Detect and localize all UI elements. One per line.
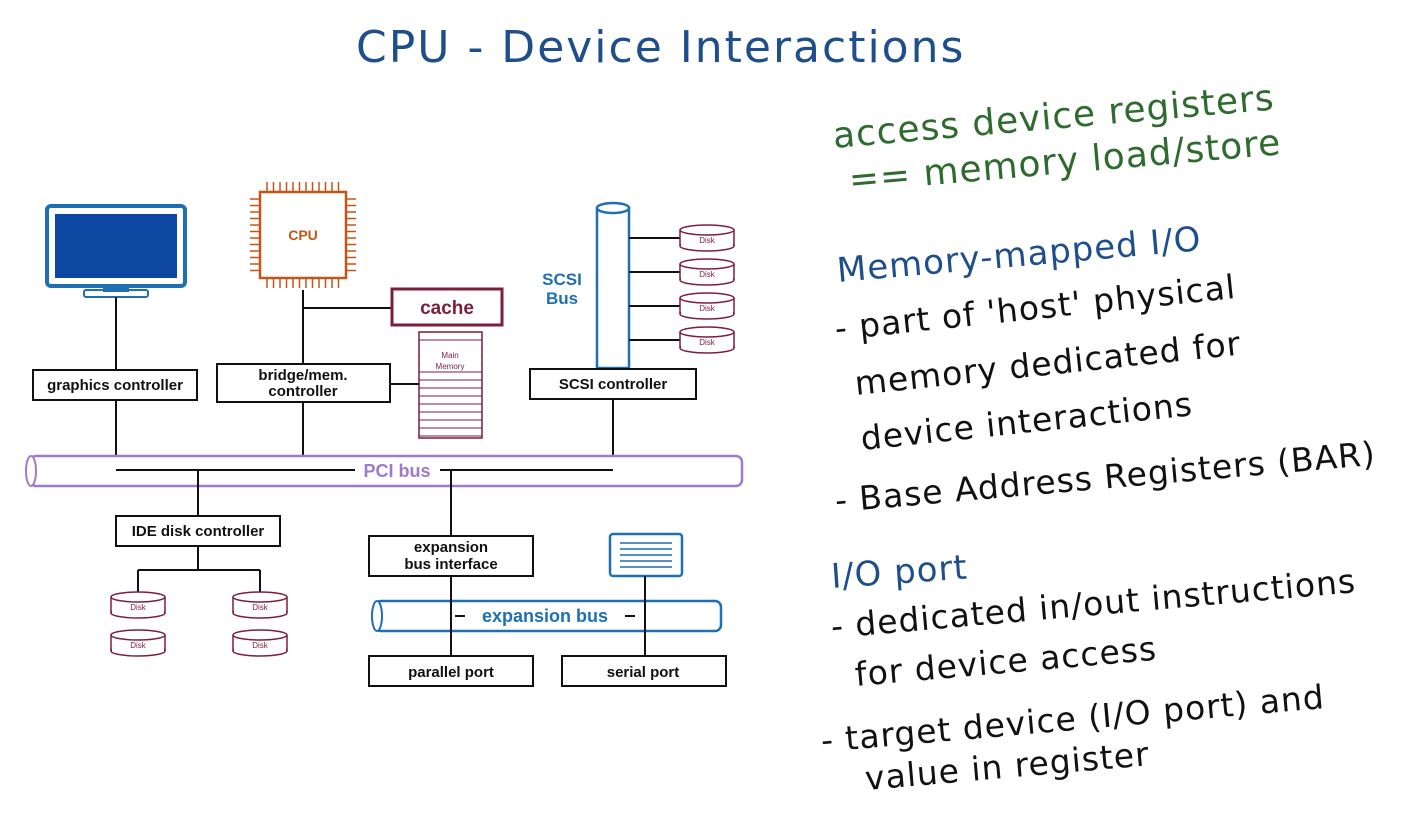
- expansion-bus-interface-box: expansion bus interface: [368, 535, 534, 577]
- scsi-disk-3: Disk: [679, 292, 735, 320]
- scsi-controller-label: SCSI controller: [559, 376, 668, 393]
- graphics-controller-box: graphics controller: [32, 369, 198, 401]
- bridge-controller-box: bridge/mem. controller: [216, 363, 391, 403]
- bridge-label-2: controller: [268, 383, 337, 400]
- main-memory-label-1: Main: [441, 351, 458, 360]
- pci-bus: PCI bus: [25, 454, 744, 488]
- parallel-port-label: parallel port: [408, 664, 494, 681]
- keyboard-icon: [608, 532, 684, 578]
- graphics-controller-label: graphics controller: [47, 377, 183, 394]
- disk-label: Disk: [130, 641, 147, 650]
- cache-label: cache: [420, 298, 474, 319]
- scsi-bus-label-2: Bus: [546, 289, 578, 308]
- main-memory-box: Main Memory: [418, 331, 483, 439]
- pci-bus-label: PCI bus: [363, 461, 430, 481]
- disk-label: Disk: [699, 338, 716, 347]
- disk-label: Disk: [699, 304, 716, 313]
- expansion-label-2: bus interface: [404, 556, 497, 573]
- disk-label: Disk: [699, 270, 716, 279]
- ide-disk-4: Disk: [232, 629, 288, 657]
- scsi-bus-label-1: SCSI: [542, 270, 582, 289]
- scsi-disk-1: Disk: [679, 224, 735, 252]
- cache-box: cache: [390, 287, 504, 327]
- notes: access device registers == memory load/s…: [819, 78, 1377, 798]
- scsi-controller-box: SCSI controller: [529, 368, 697, 400]
- disk-label: Disk: [130, 603, 147, 612]
- disk-label: Disk: [699, 236, 716, 245]
- scsi-disk-2: Disk: [679, 258, 735, 286]
- monitor-icon: [45, 204, 187, 298]
- page-title: CPU - Device Interactions: [356, 22, 965, 73]
- serial-port-box: serial port: [561, 655, 727, 687]
- ide-disk-2: Disk: [110, 629, 166, 657]
- disk-label: Disk: [252, 603, 269, 612]
- ide-disk-controller-label: IDE disk controller: [132, 523, 265, 540]
- disk-label: Disk: [252, 641, 269, 650]
- ide-disk-3: Disk: [232, 591, 288, 619]
- heading-io-port: I/O port: [830, 548, 969, 597]
- bridge-label-1: bridge/mem.: [258, 367, 347, 384]
- expansion-label-1: expansion: [414, 539, 488, 556]
- expansion-bus: expansion bus: [371, 599, 723, 633]
- ide-disk-controller-box: IDE disk controller: [115, 515, 281, 547]
- cpu-label: CPU: [288, 227, 318, 243]
- scsi-disk-4: Disk: [679, 326, 735, 354]
- parallel-port-box: parallel port: [368, 655, 534, 687]
- expansion-bus-label: expansion bus: [482, 606, 608, 626]
- cpu-chip-icon: CPU: [250, 182, 356, 288]
- serial-port-label: serial port: [607, 664, 680, 681]
- ide-disk-1: Disk: [110, 591, 166, 619]
- main-memory-label-2: Memory: [436, 362, 465, 371]
- scsi-bus: SCSI Bus: [542, 201, 631, 370]
